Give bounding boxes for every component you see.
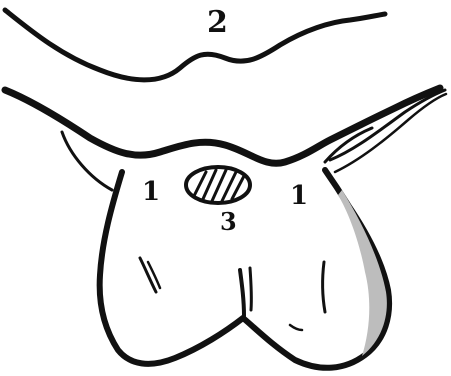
right-strand-line [330,90,445,160]
center-crease [240,270,244,316]
shading-right [338,190,387,356]
upper-wavy-line [5,10,385,80]
lower-mark [290,325,302,330]
oval-hatching [194,170,244,201]
label-center-spot: 3 [220,207,237,236]
label-left-lobe: 1 [142,177,160,207]
label-upper-curve: 2 [207,5,228,40]
right-lobe-mark [323,262,325,312]
center-crease-2 [250,268,251,310]
label-right-lobe: 1 [290,181,308,211]
left-lobe-mark-2 [148,262,160,288]
left-flap [62,132,112,190]
